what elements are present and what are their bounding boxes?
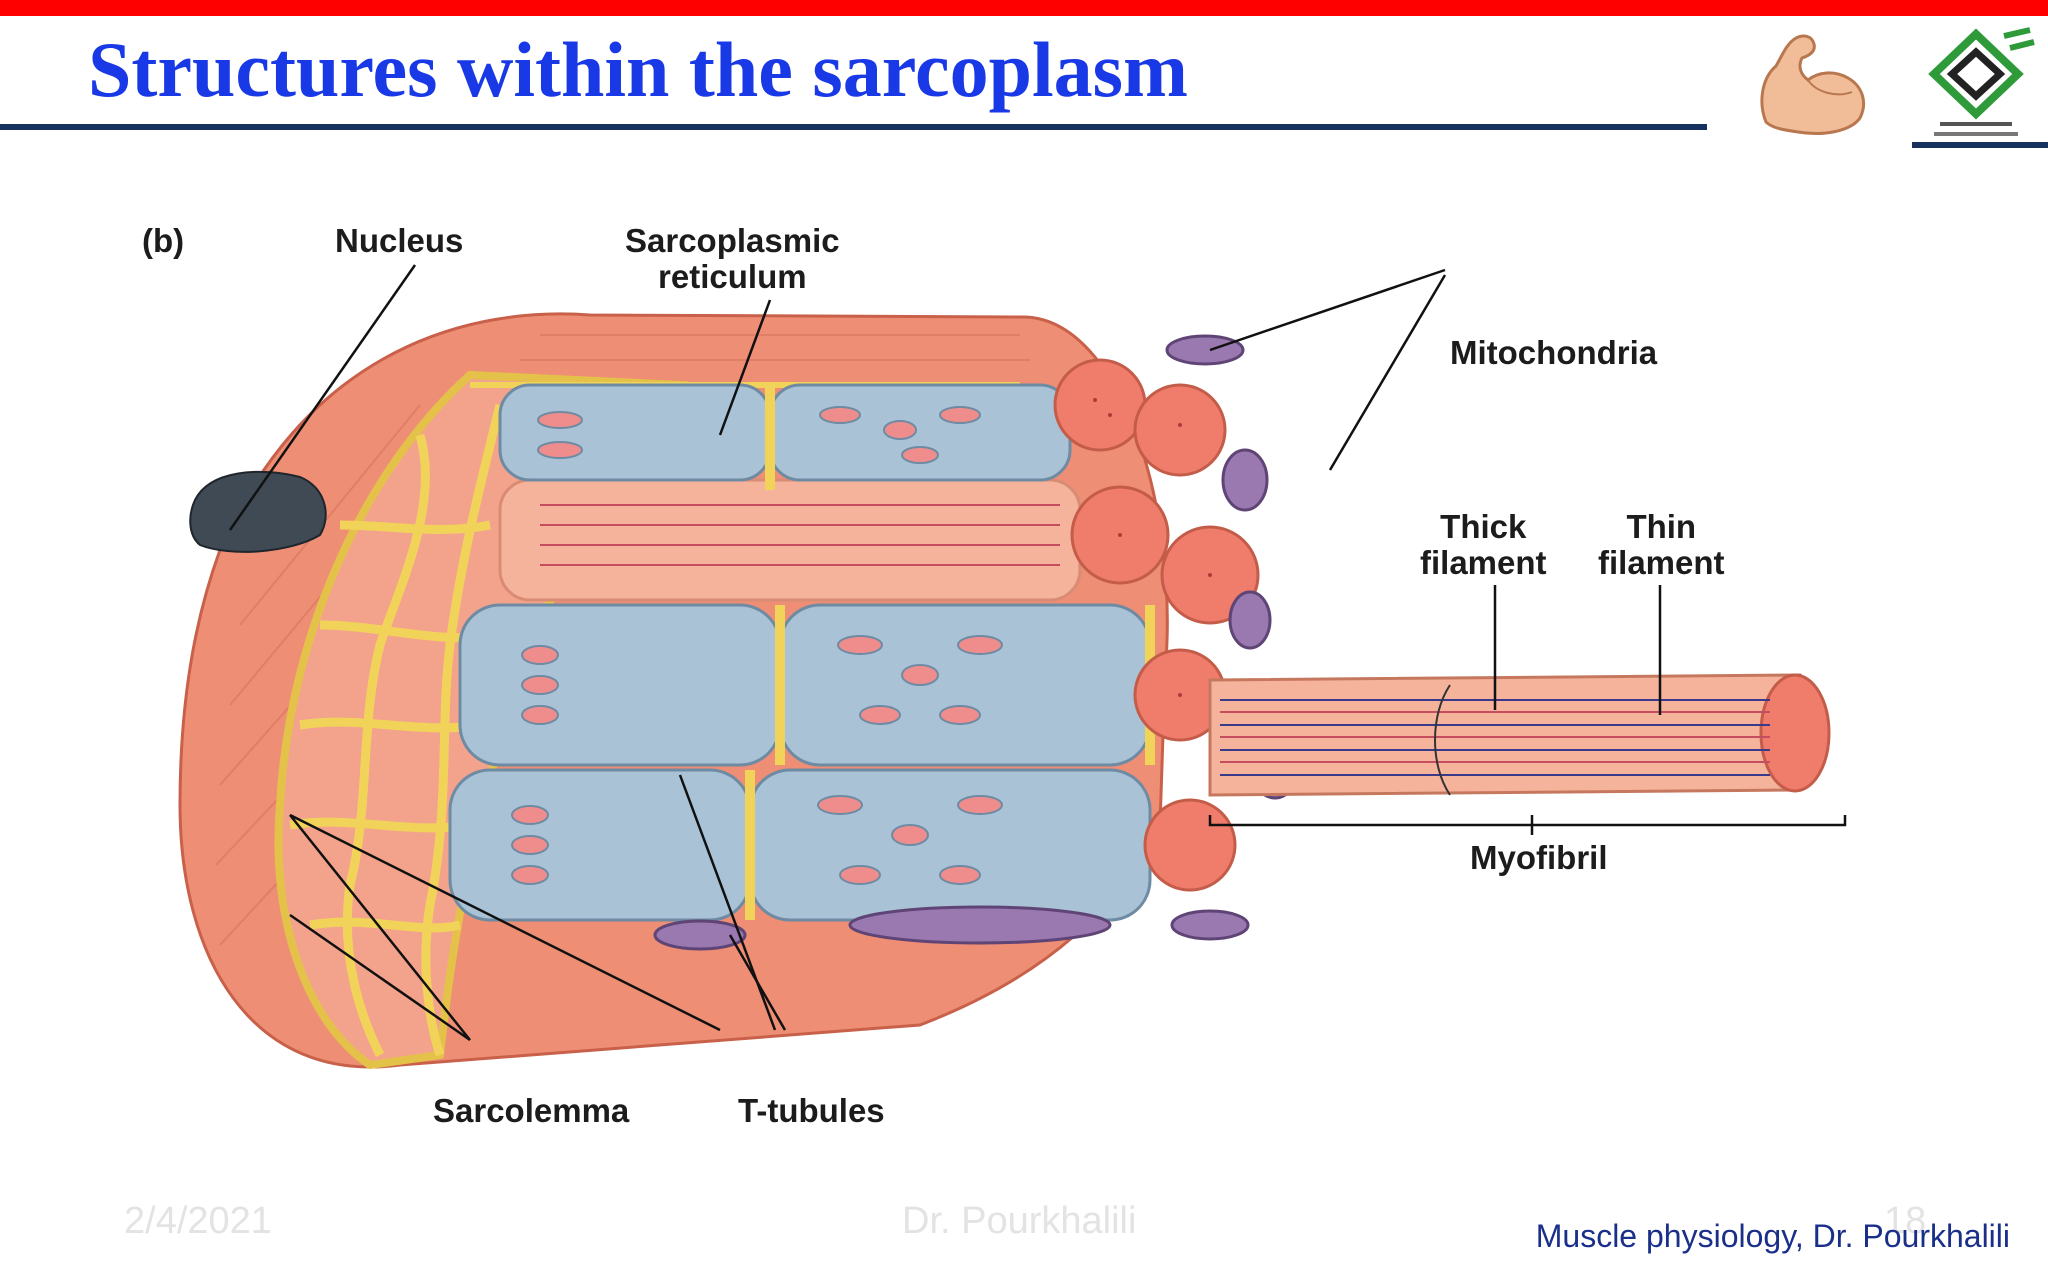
reticulum-fenestrations (511, 406, 1003, 885)
sarcoplasm-diagram: (b) Nucleus Sarcoplasmic reticulum Mitoc… (120, 205, 1900, 1140)
institution-logo (1928, 27, 2035, 136)
leader-lines (228, 264, 1847, 1042)
flexed-arm-icon (1760, 34, 1865, 135)
myofibril-upper-striations (540, 504, 1060, 566)
footer-course-title: Muscle physiology, Dr. Pourkhalili (1535, 1218, 2010, 1254)
label-thick-filament: Thick filament (1420, 508, 1547, 581)
slide-title: Structures within the sarcoplasm (88, 26, 1188, 113)
label-myofibril: Myofibril (1470, 839, 1608, 876)
logo-underline (1912, 142, 2048, 148)
nucleus-shape (189, 470, 327, 553)
label-t-tubules: T-tubules (738, 1092, 885, 1129)
t-tubule-bands (745, 385, 1155, 920)
myofibril-upper (498, 478, 1082, 602)
title-underline (0, 124, 1707, 130)
label-sarcoplasmic-reticulum: Sarcoplasmic reticulum (625, 222, 840, 295)
footer-author: Dr. Pourkhalili (902, 1200, 1137, 1242)
panel-label: (b) (142, 222, 185, 259)
top-accent-bar (0, 0, 2048, 16)
footer-page-number: 18 (1884, 1200, 1927, 1242)
label-sarcolemma: Sarcolemma (433, 1092, 630, 1129)
myofibril-dots (1093, 398, 1212, 697)
myofibril-end (1759, 673, 1831, 793)
footer-date: 2/4/2021 (124, 1200, 272, 1242)
thin-filament-lines (1220, 711, 1770, 763)
label-mitochondria: Mitochondria (1450, 334, 1658, 371)
myofibril-protrusion (1208, 673, 1802, 797)
muscle-fiber-illustration (178, 264, 1847, 1070)
label-thin-filament: Thin filament (1598, 508, 1725, 581)
label-nucleus: Nucleus (335, 222, 464, 259)
